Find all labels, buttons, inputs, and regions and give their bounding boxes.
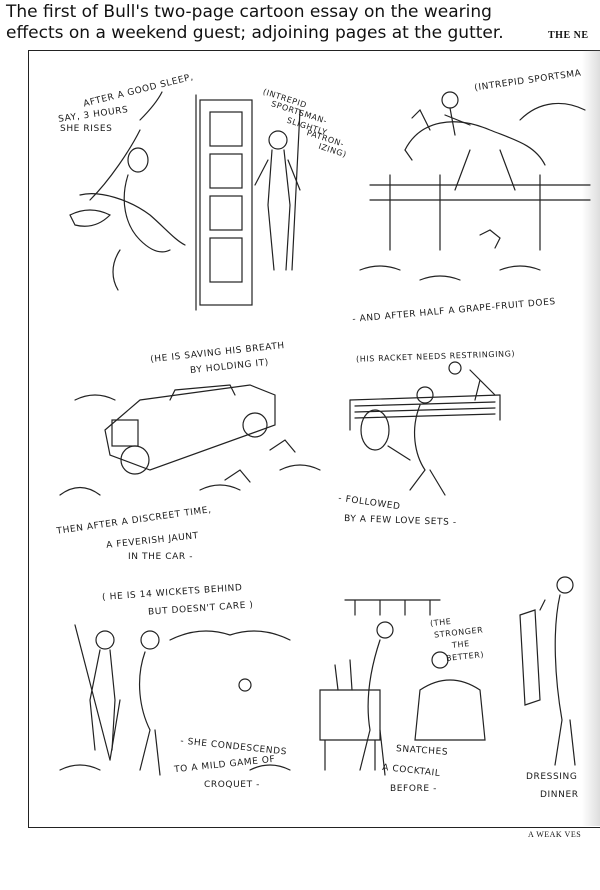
- gutter-shadow: [582, 50, 600, 826]
- page-frame: [28, 50, 600, 828]
- panel6-drawing: [319, 599, 486, 776]
- panel3-caption-line3: IN THE CAR -: [128, 552, 194, 562]
- image-caption: The first of Bull's two-page cartoon ess…: [6, 2, 504, 43]
- panel1-caption-line3: SHE RISES: [60, 124, 113, 134]
- page-footer: A WEAK VES: [528, 830, 582, 839]
- masthead: THE NE: [548, 30, 589, 41]
- panel7-drawing: [519, 576, 576, 766]
- panel6-note-line3: THE: [451, 639, 471, 650]
- panel5-drawing: [59, 624, 291, 776]
- panel6-caption-line3: BEFORE -: [390, 784, 437, 794]
- panel3-drawing: [59, 384, 321, 496]
- panel1-drawing: [69, 91, 301, 311]
- panel2-drawing: [359, 91, 591, 281]
- panel7-caption-line2: DINNER: [540, 790, 579, 800]
- panel5-caption-line3: CROQUET -: [204, 780, 260, 790]
- panel4-drawing: [349, 361, 501, 496]
- panel7-caption-line1: DRESSING: [526, 772, 578, 782]
